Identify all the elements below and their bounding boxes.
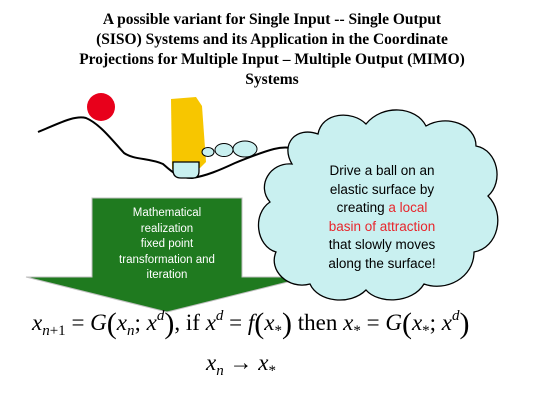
basin-cup <box>172 161 200 179</box>
title-line-4: Systems <box>245 71 299 88</box>
if-word: if <box>185 310 200 335</box>
arrow-line-4: transformation and <box>119 253 215 266</box>
yellow-hand <box>171 97 206 169</box>
slide-title: A possible variant for Single Input -- S… <box>6 10 538 90</box>
cloud-line-6: along the surface! <box>328 255 436 271</box>
cloud-text: Drive a ball on an elastic surface by cr… <box>296 162 468 273</box>
then-word: then <box>297 310 338 335</box>
title-line-3: Projections for Multiple Input – Multipl… <box>79 51 465 68</box>
thought-bubble-small <box>201 147 215 157</box>
realization-arrow <box>25 197 309 313</box>
cloud-line-3-highlight: a local <box>388 200 428 215</box>
cloud-line-5: that slowly moves <box>328 237 436 252</box>
fixed-point-equation: xn+1 = G(xn; xd), if xd = f(x*) then x* … <box>32 307 470 340</box>
thought-bubble-medium <box>214 143 234 157</box>
cloud-line-1: Drive a ball on an <box>329 163 435 178</box>
title-line-2: (SISO) Systems and its Application in th… <box>96 31 448 48</box>
cloud-line-2: elastic surface by <box>329 181 435 197</box>
thought-cloud <box>257 109 499 301</box>
cloud-line-3: creating a local <box>296 199 468 218</box>
thought-bubble-large <box>232 140 258 158</box>
cloud-line-4: basin of attraction <box>328 218 436 234</box>
arrow-label: Mathematical realization fixed point tra… <box>96 206 238 284</box>
arrow-line-3: fixed point <box>140 238 194 250</box>
title-line-1: A possible variant for Single Input -- S… <box>102 11 442 28</box>
convergence-equation: xn → x* <box>206 350 276 379</box>
cloud-line-3-prefix: creating <box>336 200 389 215</box>
arrow-line-1: Mathematical <box>132 207 202 219</box>
arrow-line-5: iteration <box>146 269 188 281</box>
arrow-line-2: realization <box>140 222 194 235</box>
ball <box>87 93 115 121</box>
